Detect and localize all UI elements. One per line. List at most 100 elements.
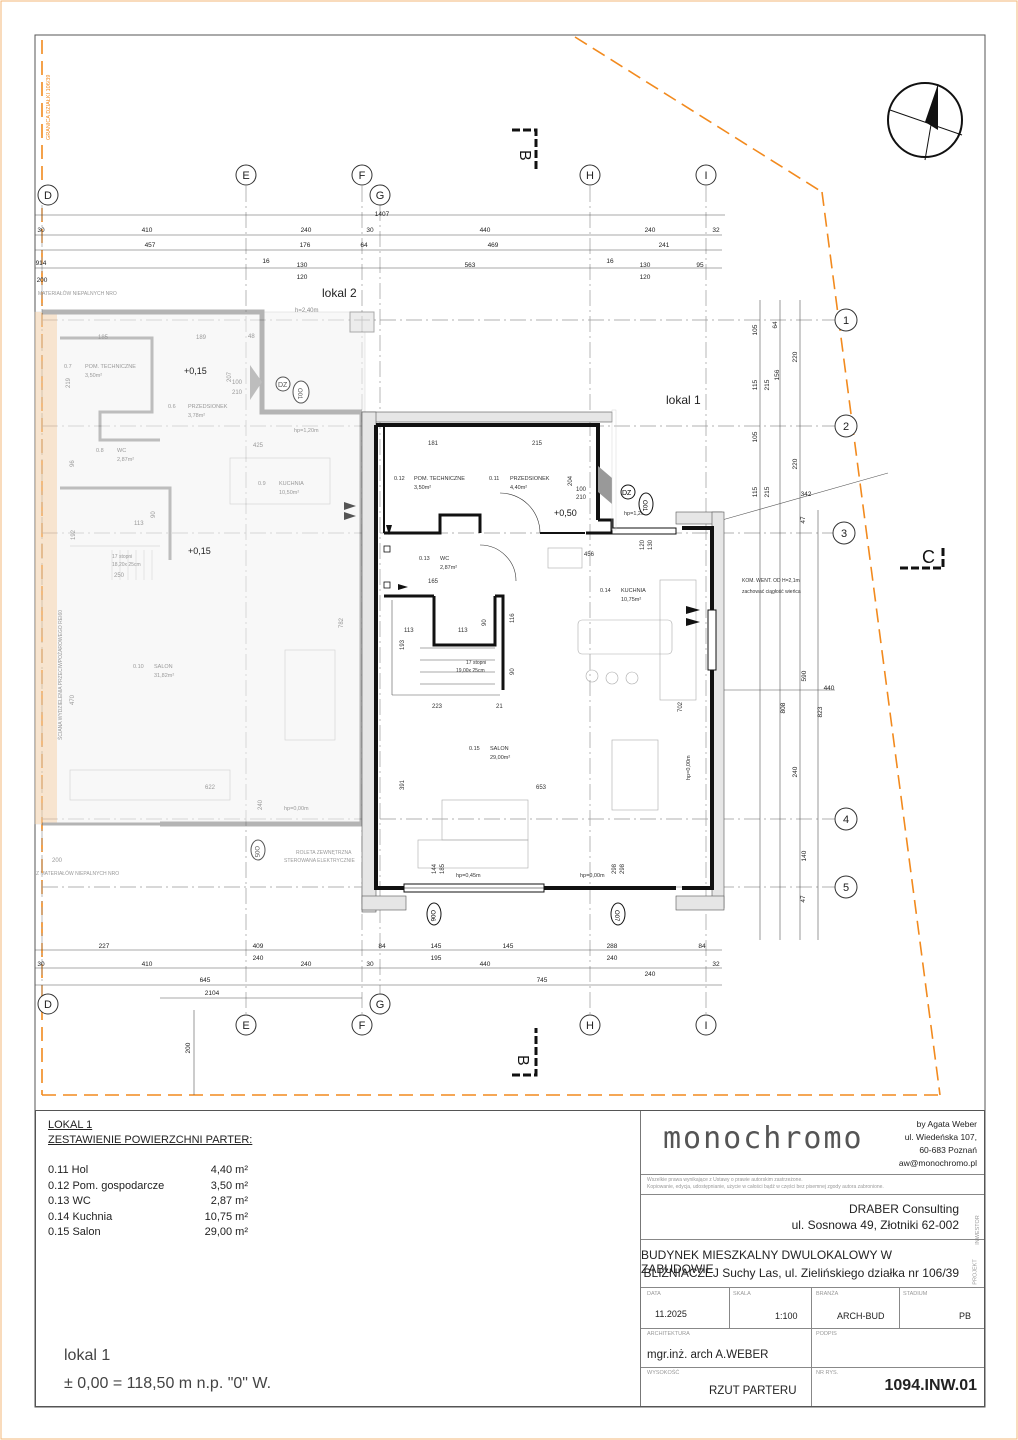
scale-value: 1:100 xyxy=(775,1311,798,1321)
svg-text:+0,50: +0,50 xyxy=(554,508,577,518)
svg-text:30: 30 xyxy=(366,227,374,234)
svg-text:298: 298 xyxy=(620,863,626,874)
svg-text:210: 210 xyxy=(232,390,243,396)
svg-text:0.13: 0.13 xyxy=(419,556,430,562)
svg-text:0.10: 0.10 xyxy=(133,664,144,670)
svg-text:POM. TECHNICZNE: POM. TECHNICZNE xyxy=(85,364,136,370)
svg-text:298: 298 xyxy=(612,863,618,874)
svg-text:B: B xyxy=(516,150,533,161)
svg-text:440: 440 xyxy=(480,961,491,968)
svg-text:29,00m²: 29,00m² xyxy=(490,755,510,761)
investor-address: ul. Sosnowa 49, Złotniki 62-002 xyxy=(791,1218,959,1232)
svg-text:823: 823 xyxy=(817,706,824,717)
lokal-2-levels: +0,15 +0,15 DZ O01 O05 h=2,40m xyxy=(184,308,319,861)
svg-text:100: 100 xyxy=(232,380,243,386)
svg-text:31,82m²: 31,82m² xyxy=(154,673,174,679)
svg-text:145: 145 xyxy=(431,943,442,950)
svg-text:113: 113 xyxy=(458,628,468,634)
svg-text:ŚCIANA WYDZIELENIA PRZECIWPOŻA: ŚCIANA WYDZIELENIA PRZECIWPOŻAROWEGO REI… xyxy=(56,610,64,740)
project-line-2: BLIŹNIACZEJ Suchy Las, ul. Zielińskiego … xyxy=(643,1266,959,1280)
svg-text:O01: O01 xyxy=(641,500,647,512)
svg-text:C: C xyxy=(922,547,935,567)
svg-text:3,50m²: 3,50m² xyxy=(414,485,431,491)
svg-text:90: 90 xyxy=(510,668,516,675)
axis-label-5: 5 xyxy=(843,882,849,894)
investor-name: DRABER Consulting xyxy=(848,1202,959,1216)
investor-tag: INWESTOR xyxy=(974,1215,981,1245)
svg-text:240: 240 xyxy=(607,955,618,962)
svg-text:200: 200 xyxy=(185,1042,192,1053)
svg-text:0.15: 0.15 xyxy=(469,746,480,752)
svg-text:185: 185 xyxy=(98,335,109,341)
svg-text:32: 32 xyxy=(712,961,720,968)
section-mark-b-top: B xyxy=(512,128,538,170)
date-value: 11.2025 xyxy=(655,1309,687,1319)
stage-value: PB xyxy=(959,1311,972,1321)
svg-text:215: 215 xyxy=(764,379,771,390)
svg-text:120: 120 xyxy=(297,274,308,281)
stage-label: STADIUM xyxy=(903,1291,928,1297)
svg-text:470: 470 xyxy=(70,694,76,705)
bottom-panel: LOKAL 1 ZESTAWIENIE POWIERZCHNI PARTER: … xyxy=(35,1110,985,1407)
svg-text:200: 200 xyxy=(52,858,63,864)
axis-label-h-top: H xyxy=(586,170,594,182)
copyright-1: Wszelkie prawa wynikające z Ustawy o pra… xyxy=(647,1177,803,1183)
svg-text:120: 120 xyxy=(640,539,646,550)
svg-text:130: 130 xyxy=(640,262,651,269)
axis-label-f-top: F xyxy=(359,170,366,182)
svg-text:120: 120 xyxy=(640,274,651,281)
svg-text:193: 193 xyxy=(400,639,406,650)
svg-text:140: 140 xyxy=(801,850,808,861)
svg-text:195: 195 xyxy=(431,955,442,962)
lokal-1-symbols: DZ O01 O06 O07 xyxy=(426,484,654,926)
svg-text:3,50m²: 3,50m² xyxy=(85,373,102,379)
svg-text:645: 645 xyxy=(200,977,211,984)
drawing-number: 1094.INW.01 xyxy=(884,1377,978,1394)
scale-label: SKALA xyxy=(733,1291,751,1297)
svg-text:176: 176 xyxy=(300,242,311,249)
svg-text:O01: O01 xyxy=(296,388,302,400)
svg-text:64: 64 xyxy=(772,321,779,329)
svg-text:32: 32 xyxy=(712,227,720,234)
project-line-1: BUDYNEK MIESZKALNY DWULOKALOWY W ZABUDOW… xyxy=(641,1248,892,1276)
svg-text:hp=1,20m: hp=1,20m xyxy=(624,511,649,517)
address-1: ul. Wiedeńska 107, xyxy=(904,1132,977,1142)
svg-text:SALON: SALON xyxy=(490,746,509,752)
author: by Agata Weber xyxy=(916,1119,977,1129)
svg-text:240: 240 xyxy=(301,961,312,968)
svg-text:17 stopni: 17 stopni xyxy=(112,554,132,560)
boundary-note: GRANICA DZIAŁKI 106/39 xyxy=(46,75,52,140)
axis-label-d-bottom: D xyxy=(44,999,52,1011)
email: aw@monochromo.pl xyxy=(898,1158,977,1168)
svg-text:hp=0,00m: hp=0,00m xyxy=(284,806,309,812)
architect-label: ARCHITEKTURA xyxy=(647,1331,690,1337)
svg-text:hp=0,00m: hp=0,00m xyxy=(686,755,692,780)
svg-text:702: 702 xyxy=(678,701,684,712)
svg-text:0.8: 0.8 xyxy=(96,448,104,454)
svg-text:105: 105 xyxy=(752,431,759,442)
svg-text:409: 409 xyxy=(253,943,264,950)
lokal-1-plan xyxy=(344,409,725,913)
axis-label-h-bottom: H xyxy=(586,1020,594,1032)
svg-text:469: 469 xyxy=(488,242,499,249)
svg-text:215: 215 xyxy=(764,486,771,497)
svg-text:2,87m²: 2,87m² xyxy=(440,565,457,571)
svg-text:48: 48 xyxy=(248,334,255,340)
svg-text:MATERIAŁÓW NIEPALNYCH NRO: MATERIAŁÓW NIEPALNYCH NRO xyxy=(38,290,117,297)
lokal-2-texts: 0.7 POM. TECHNICZNE 3,50m² 0.6 PRZEDSION… xyxy=(36,290,356,877)
svg-text:185: 185 xyxy=(440,863,446,874)
svg-text:391: 391 xyxy=(400,779,406,790)
svg-text:156: 156 xyxy=(774,369,781,380)
sign-label: PODPIS xyxy=(816,1331,837,1337)
svg-text:47: 47 xyxy=(800,516,807,524)
lokal-2-ghost-plan xyxy=(34,309,375,827)
dimension-texts: 1407 30 410 240 30 440 240 32 457 176 64… xyxy=(36,211,835,1053)
svg-text:115: 115 xyxy=(752,486,759,497)
svg-text:ROLETA ZEWNĘTRZNA: ROLETA ZEWNĘTRZNA xyxy=(296,850,352,856)
svg-text:KOM. WENT. OD H=2,1m: KOM. WENT. OD H=2,1m xyxy=(742,578,800,584)
svg-text:+0,15: +0,15 xyxy=(188,546,211,556)
